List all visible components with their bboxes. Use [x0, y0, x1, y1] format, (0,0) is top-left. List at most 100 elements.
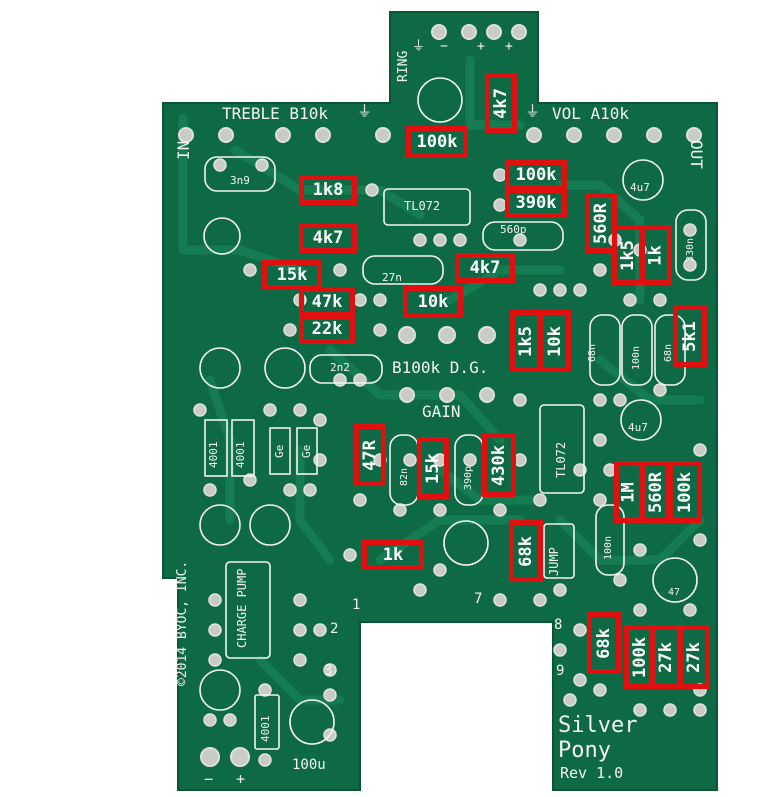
solder-pad	[223, 713, 237, 727]
solder-pad	[365, 183, 379, 197]
copyright-label: ©2014 BYOC, INC.	[175, 560, 190, 686]
resistor-1k5-b[interactable]: 1k5	[510, 310, 542, 372]
solder-pad	[553, 643, 567, 657]
solder-pad	[353, 293, 367, 307]
solder-pad	[493, 593, 507, 607]
solder-pad	[283, 483, 297, 497]
resistor-560r-a[interactable]: 560R	[585, 193, 617, 253]
solder-pad	[313, 623, 327, 637]
solder-pad	[663, 703, 677, 717]
solder-pad	[513, 233, 527, 247]
board-title-line2: Pony	[558, 738, 611, 763]
solder-pad	[353, 493, 367, 507]
solder-pad	[593, 683, 607, 697]
solder-pad	[653, 293, 667, 307]
solder-pad	[208, 593, 222, 607]
resistor-430k[interactable]: 430k	[482, 433, 516, 497]
resistor-4k7-b[interactable]: 4k7	[455, 253, 515, 283]
solder-pad	[373, 323, 387, 337]
solder-pad	[533, 493, 547, 507]
resistor-10k-b[interactable]: 10k	[539, 310, 571, 372]
cap-68n-a-label: 68n	[587, 343, 598, 362]
gain-pot-label: GAIN	[422, 402, 461, 421]
solder-pad	[193, 403, 207, 417]
solder-pad	[343, 548, 357, 562]
solder-pad	[463, 453, 477, 467]
treble-ground-label: ⏚	[357, 102, 373, 120]
solder-pad	[413, 583, 427, 597]
resistor-10k-a[interactable]: 10k	[403, 286, 463, 318]
solder-pad	[323, 663, 337, 677]
solder-pad	[433, 233, 447, 247]
solder-pad	[683, 258, 697, 272]
resistor-27k-b[interactable]: 27k	[678, 625, 710, 689]
power-plus-label: +	[236, 770, 246, 788]
solder-pad	[203, 483, 217, 497]
out-jack-label: OUT	[687, 140, 706, 169]
cap-4u7-b-label: 4u7	[628, 421, 648, 434]
cap-4u7-a-label: 4u7	[630, 181, 650, 194]
solder-pad	[533, 593, 547, 607]
solder-pad	[333, 263, 347, 277]
cap-100u-label: 100u	[292, 757, 326, 773]
resistor-47r[interactable]: 47R	[354, 424, 386, 486]
solder-pad	[208, 623, 222, 637]
resistor-100k-b[interactable]: 100k	[505, 160, 567, 190]
resistor-1k-a[interactable]: 1k	[640, 225, 672, 285]
board-revision: Rev 1.0	[560, 764, 624, 782]
resistor-1k-b[interactable]: 1k	[362, 540, 424, 570]
pad-number-7: 7	[474, 591, 483, 607]
solder-pad	[263, 403, 277, 417]
solder-pad	[283, 323, 297, 337]
solder-pad	[613, 573, 627, 587]
board-title-line1: Silver	[558, 713, 638, 738]
solder-pad	[513, 393, 527, 407]
solder-pad	[683, 223, 697, 237]
solder-pad	[593, 393, 607, 407]
solder-pad	[653, 383, 667, 397]
resistor-5k1[interactable]: 5k1	[673, 305, 707, 367]
solder-pad	[413, 233, 427, 247]
solder-pad	[553, 583, 567, 597]
solder-pad	[533, 283, 547, 297]
solder-pad	[208, 653, 222, 667]
resistor-4k7-top[interactable]: 4k7	[485, 73, 517, 133]
resistor-15k-b[interactable]: 15k	[417, 437, 449, 499]
solder-pad	[258, 753, 272, 767]
ic-tl072-a-label: TL072	[404, 199, 441, 213]
resistor-68k-a[interactable]: 68k	[509, 520, 543, 582]
solder-pad	[563, 693, 577, 707]
resistor-4k7-a[interactable]: 4k7	[299, 223, 357, 253]
header-ground-label: ⏚	[412, 39, 426, 54]
cap-2n2-label: 2n2	[330, 361, 350, 374]
solder-pad	[313, 413, 327, 427]
solder-pad	[593, 433, 607, 447]
ring-label: RING	[396, 50, 411, 82]
resistor-68k-b[interactable]: 68k	[587, 612, 621, 674]
solder-pad	[693, 533, 707, 547]
ic-tl072-b-label: TL072	[554, 441, 568, 478]
diode-ge-a-label: Ge	[273, 444, 286, 458]
resistor-100k-a[interactable]: 100k	[406, 126, 468, 158]
resistor-1k8[interactable]: 1k8	[299, 175, 357, 205]
diode-4001-c-label: 4001	[259, 715, 272, 743]
solder-pad	[403, 453, 417, 467]
solder-pad	[293, 623, 307, 637]
resistor-390k[interactable]: 390k	[505, 188, 567, 218]
solder-pad	[693, 703, 707, 717]
solder-pad	[203, 713, 217, 727]
resistor-47k[interactable]: 47k	[299, 287, 355, 317]
solder-pad	[293, 403, 307, 417]
resistor-100k-c[interactable]: 100k	[668, 461, 702, 523]
solder-pad	[683, 603, 697, 617]
resistor-560r-b[interactable]: 560R	[641, 461, 671, 523]
resistor-22k[interactable]: 22k	[299, 314, 355, 344]
power-minus-label: −	[204, 770, 214, 788]
solder-pad	[633, 543, 647, 557]
cap-560p-label: 560p	[500, 223, 527, 236]
solder-pad	[623, 293, 637, 307]
solder-pad	[633, 703, 647, 717]
solder-pad	[573, 283, 587, 297]
resistor-15k-a[interactable]: 15k	[262, 260, 322, 290]
resistor-1m[interactable]: 1M	[614, 461, 644, 523]
